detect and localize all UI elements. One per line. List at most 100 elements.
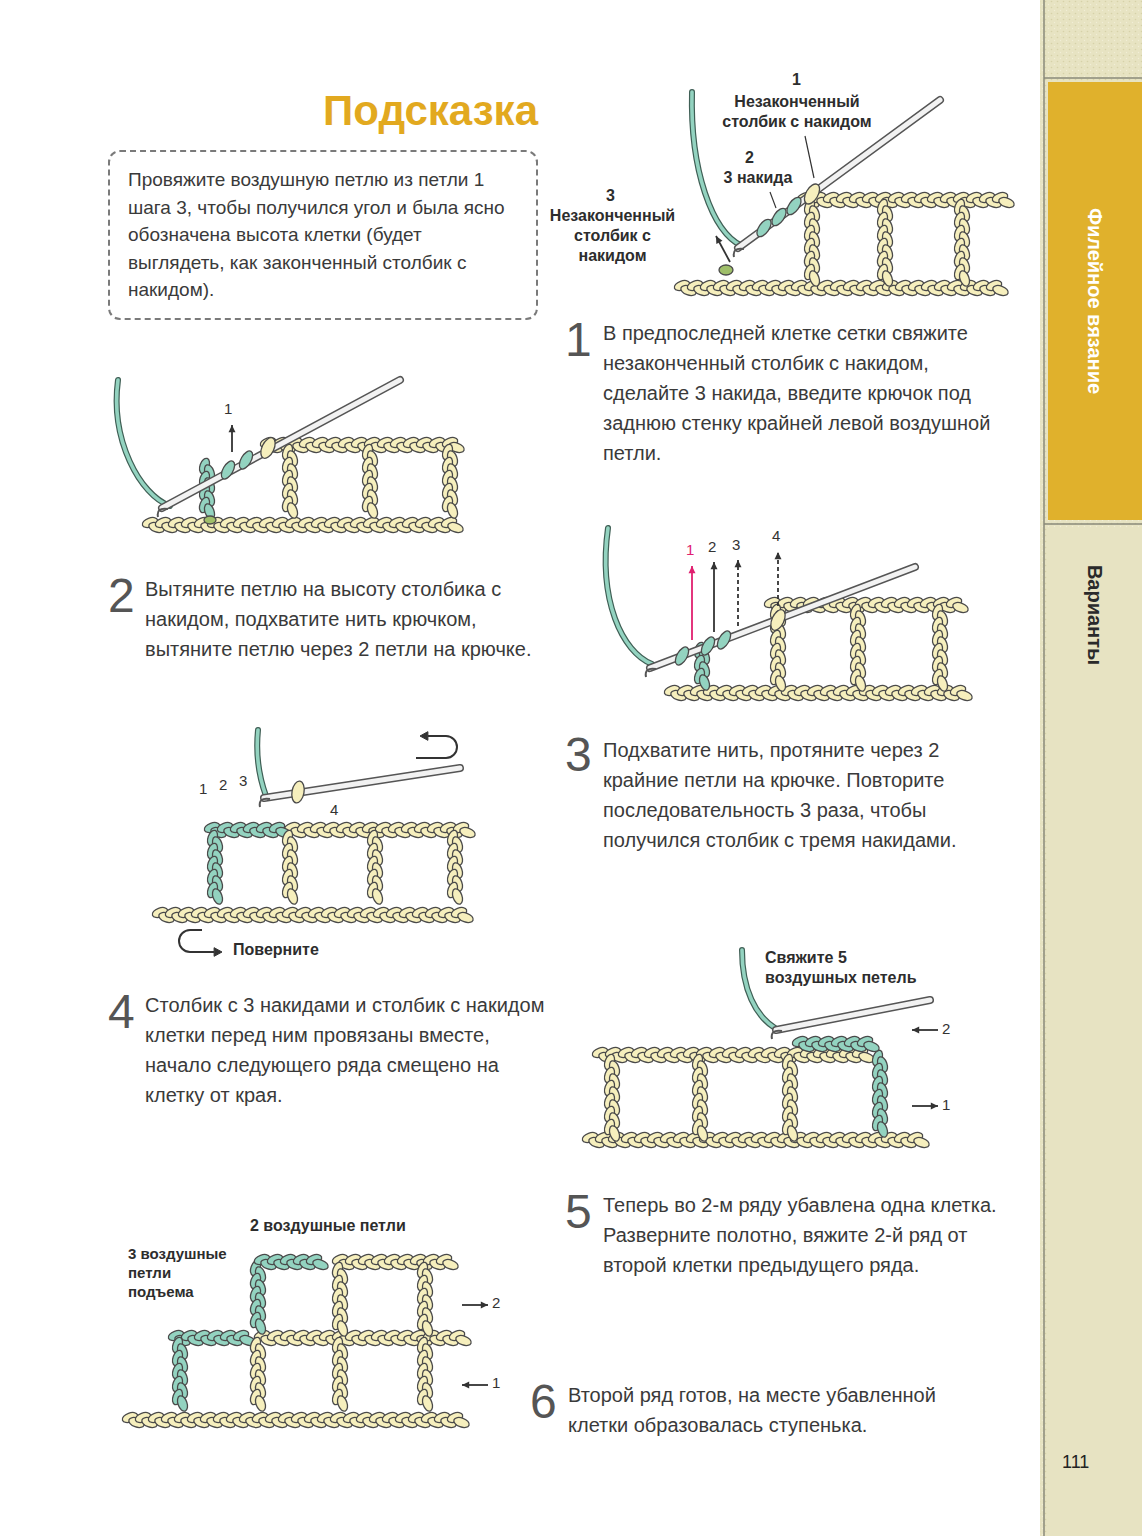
step-text: Теперь во 2-м ряду убавлена одна клетка.… — [603, 1190, 1003, 1280]
callout-number: 3 — [606, 186, 615, 206]
sidebar-rule — [1043, 0, 1045, 1536]
stitch-loop — [336, 1394, 350, 1412]
hook-tip — [158, 509, 168, 517]
callout-number: 1 — [686, 541, 694, 559]
stitch-loop — [912, 1136, 930, 1150]
arrow-head — [689, 566, 696, 573]
step-text: Подхватите нить, протяните через 2 крайн… — [603, 735, 1003, 855]
stitch-loop — [784, 195, 804, 217]
callout-number: 3 — [732, 536, 740, 554]
stitch-loop — [991, 284, 1009, 298]
stitch-loop — [204, 516, 216, 524]
callout-number: 1 — [792, 70, 801, 90]
sidebar-rule — [1044, 523, 1142, 525]
stitch-loop — [936, 674, 950, 692]
section-title: Варианты — [1083, 565, 1107, 665]
step-text: Вытяните петлю на высоту столбика с наки… — [145, 574, 545, 664]
callout-note: 3 воздушные петли подъема — [128, 1245, 240, 1301]
sidebar-rule — [1044, 77, 1142, 79]
step-text: Столбик с 3 накидами и столбик с накидом… — [145, 990, 545, 1110]
page-number: 111 — [1062, 1452, 1089, 1474]
stitch-loop — [719, 265, 733, 275]
callout-note: Незаконченный столбик с накидом — [712, 92, 882, 132]
arrow-head — [462, 1382, 469, 1389]
stitch-loop — [958, 269, 972, 287]
stitch-loop — [219, 459, 238, 481]
stitch-loop — [769, 206, 789, 228]
yarn — [117, 380, 170, 506]
yarn — [257, 730, 266, 796]
hook-tip — [734, 249, 744, 257]
hook-shaft-shine — [776, 1000, 930, 1030]
callout-number: 4 — [330, 801, 338, 819]
hint-text: Провяжите воздушную петлю из петли 1 шаг… — [108, 150, 538, 320]
callout-note: Свяжите 5 воздушных петель — [765, 948, 935, 988]
stitch-loop — [286, 501, 300, 519]
section-band: Варианты — [1048, 528, 1142, 1536]
arrow-head — [711, 562, 718, 569]
step-number: 5 — [565, 1188, 592, 1236]
row-number: 1 — [492, 1374, 500, 1392]
callout-number: 1 — [199, 780, 207, 798]
hook-shaft — [650, 567, 915, 668]
stitch-loop — [673, 645, 692, 667]
yarn-outline — [606, 528, 652, 664]
stitch-loop — [258, 435, 278, 460]
stitch-loop — [456, 911, 474, 925]
leader-line — [805, 136, 814, 178]
arrow-line — [713, 562, 715, 632]
section-tab: Филейное вязание — [1048, 82, 1142, 520]
stitch-loop — [458, 826, 476, 840]
stitch-loop — [951, 601, 969, 615]
stitch-loop — [211, 887, 225, 905]
step-text: Второй ряд готов, на месте убавленной кл… — [568, 1380, 983, 1440]
stitch-loop — [876, 1120, 890, 1138]
turn-arrow — [179, 930, 214, 952]
stitch-loop — [254, 1394, 268, 1412]
arrow-head — [716, 236, 722, 244]
stitch-loop — [955, 689, 973, 703]
callout-number: 2 — [708, 538, 716, 556]
stitch-loop — [997, 196, 1015, 210]
stitch-loop — [446, 501, 460, 519]
arrow-head — [229, 425, 236, 432]
stitch-loop — [451, 887, 465, 905]
callout-note: 3 накида — [716, 168, 800, 188]
arrow-head — [931, 1103, 938, 1110]
stitch-loop — [176, 1394, 190, 1412]
stitch-loop — [421, 1394, 435, 1412]
yarn — [606, 528, 652, 664]
step-text: В предпоследней клетке сетки свяжите нез… — [603, 318, 1003, 468]
row-number: 2 — [492, 1294, 500, 1312]
stitch-loop — [366, 501, 380, 519]
illustration-step-3 — [606, 528, 974, 702]
stitch-loop — [696, 1124, 710, 1142]
hint-heading: Подсказка — [108, 86, 538, 136]
callout-number: 2 — [219, 776, 227, 794]
stitch-loop — [290, 780, 306, 804]
step-number: 2 — [108, 572, 135, 620]
stitch-loop — [371, 887, 385, 905]
stitch-loop — [881, 269, 895, 287]
callout-number: 2 — [745, 148, 754, 168]
arrow-head — [775, 552, 782, 559]
stitch-loop — [699, 635, 718, 657]
instruction-note: Поверните — [233, 940, 353, 960]
arrow-line — [777, 552, 779, 606]
arrow-head — [214, 948, 222, 957]
stitch-loop — [286, 887, 300, 905]
arrow-head — [912, 1027, 919, 1034]
step-number: 4 — [108, 988, 135, 1036]
leader-line — [770, 192, 776, 208]
row-number: 1 — [942, 1096, 950, 1114]
callout-number: 4 — [772, 527, 780, 545]
stitch-loop — [608, 1124, 622, 1142]
hook-tip — [646, 669, 656, 677]
illustration-step-6 — [121, 1253, 488, 1430]
hook-tip — [772, 1031, 782, 1039]
step-number: 3 — [565, 731, 592, 779]
hook-shaft — [162, 380, 400, 508]
illustration-hint — [117, 380, 466, 534]
stitch-loop — [715, 629, 734, 651]
